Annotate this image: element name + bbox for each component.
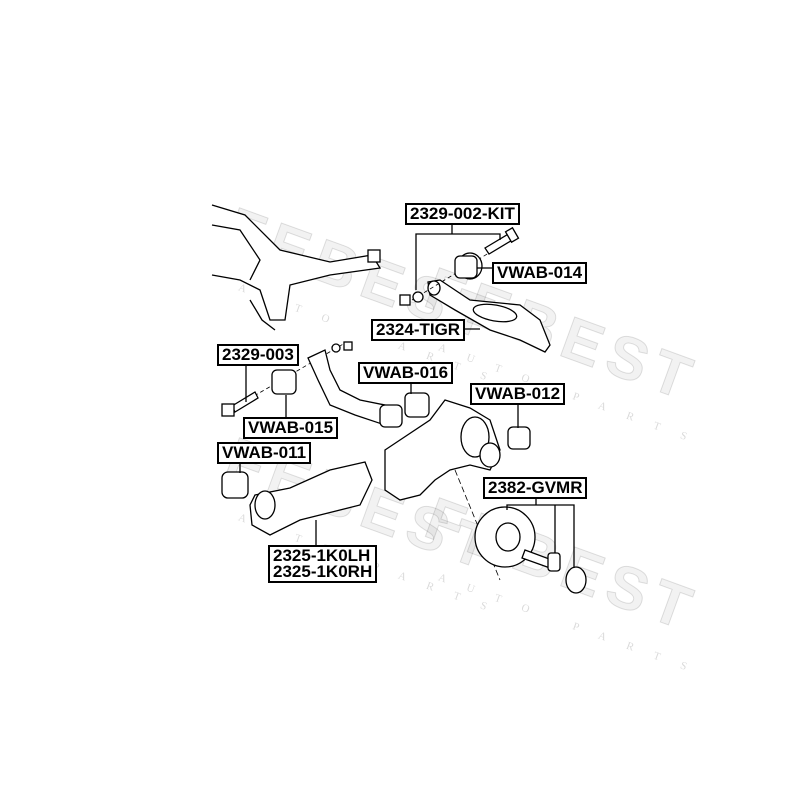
part-label-2324-tigr[interactable]: 2324-TIGR [371,319,466,341]
part-label-2325-1k0rh[interactable]: 2325-1K0RH [273,562,373,581]
bushing-vwab-016 [379,392,430,428]
wheel-knuckle [384,399,501,501]
upper-link-arm [221,341,396,426]
leader-lines [239,222,575,568]
part-label-vwab-014[interactable]: VWAB-014 [492,262,588,284]
part-label-2325: 2325-1K0LH 2325-1K0RH [268,545,378,583]
part-label-vwab-011[interactable]: VWAB-011 [217,442,312,464]
part-label-2325-1k0lh[interactable]: 2325-1K0LH [273,546,371,565]
control-arm-2324-tigr [427,279,551,353]
wheel-hub-2382-gvmr [454,469,587,594]
part-label-2382-gvmr[interactable]: 2382-GVMR [483,477,588,499]
part-label-2329-002-kit[interactable]: 2329-002-KIT [405,203,520,225]
subframe [211,204,382,331]
part-label-vwab-016[interactable]: VWAB-016 [358,362,454,384]
part-label-2329-003[interactable]: 2329-003 [217,344,299,366]
part-label-vwab-012[interactable]: VWAB-012 [470,383,566,405]
bolt-kit [399,226,520,306]
bushing-vwab-012 [507,426,531,450]
part-label-vwab-015[interactable]: VWAB-015 [243,417,339,439]
trailing-arm-2325 [221,461,373,536]
